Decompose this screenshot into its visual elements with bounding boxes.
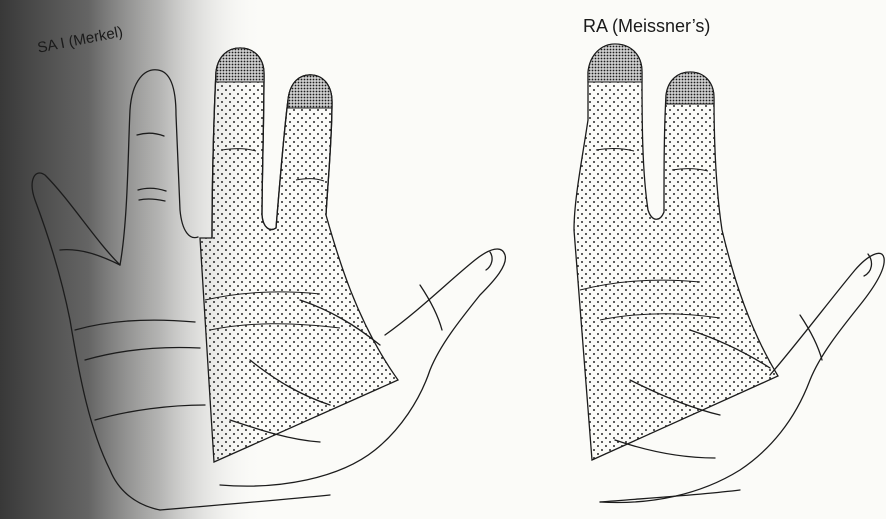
ra-meissner-label: RA (Meissner’s) [583, 16, 710, 37]
